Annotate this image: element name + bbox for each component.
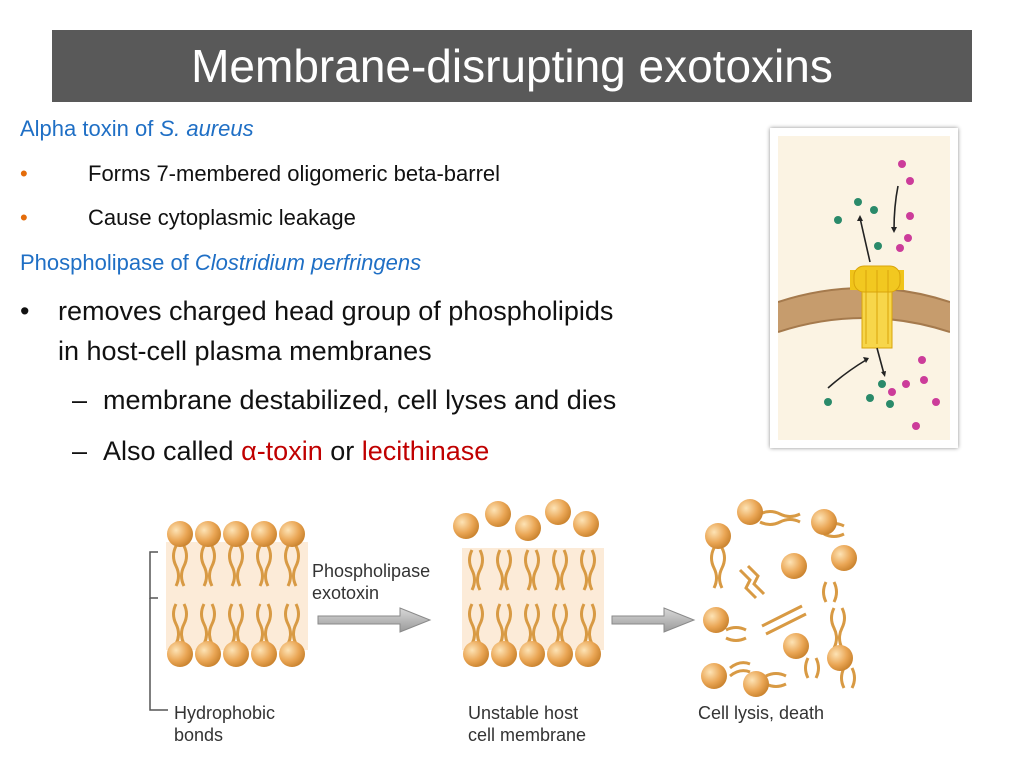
heading-text: Alpha toxin of	[20, 116, 160, 141]
hydrophobic-label-line2: bonds	[174, 725, 224, 745]
pore-icon	[850, 265, 904, 349]
bullet-glyph: •	[20, 296, 30, 326]
membrane-diagram-svg	[149, 499, 857, 711]
slide-title: Membrane-disrupting exotoxins	[52, 30, 972, 102]
lysed-fragments	[701, 499, 857, 697]
ion-dots	[824, 160, 940, 430]
bullet-item: •	[20, 205, 28, 231]
also-called-text: Also called	[103, 436, 242, 466]
hydrophobic-label: Hydrophobic bonds	[174, 702, 275, 746]
bullet-glyph: •	[20, 205, 28, 230]
bullet-text: Forms 7-membered oligomeric beta-barrel	[88, 161, 501, 186]
bullet-text-line2: in host-cell plasma membranes	[58, 336, 432, 366]
sub-bullet-text: Also called α-toxin or lecithinase	[103, 436, 489, 467]
bullet-text-line1: removes charged head group of phospholip…	[58, 296, 614, 326]
bullet-item: •	[20, 161, 28, 187]
phospholipase-label-line2: exotoxin	[312, 583, 380, 603]
phospholipase-label-line1: Phospholipase	[312, 561, 431, 581]
pore-illustration	[778, 136, 950, 440]
membrane-diagram: Phospholipase exotoxin Hydrophobic bonds…	[140, 490, 880, 750]
phospholipase-label: Phospholipase exotoxin	[312, 560, 430, 604]
heading-organism: Clostridium perfringens	[194, 250, 422, 275]
alpha-toxin-heading: Alpha toxin of S. aureus	[20, 116, 254, 142]
lecithinase-term: lecithinase	[361, 436, 490, 466]
pore-figure	[770, 128, 958, 448]
unstable-membrane-label: Unstable host cell membrane	[468, 702, 586, 746]
heading-organism: S. aureus	[159, 116, 254, 141]
bullet-text: Cause cytoplasmic leakage	[88, 205, 356, 230]
cell-lysis-label: Cell lysis, death	[698, 703, 825, 723]
bullet-glyph: •	[20, 161, 28, 186]
phospholipase-heading: Phospholipase of Clostridium perfringens	[20, 250, 421, 276]
sub-dash: –	[72, 385, 88, 415]
alpha-toxin-term: α-toxin	[241, 436, 323, 466]
unstable-membrane	[453, 499, 604, 667]
unstable-label-line2: cell membrane	[468, 725, 587, 745]
or-text: or	[322, 436, 362, 466]
arrow-right-icon	[317, 607, 432, 633]
sub-bullet-text: membrane destabilized, cell lyses and di…	[103, 385, 617, 415]
intact-membrane	[166, 521, 308, 667]
unstable-label-line1: Unstable host	[468, 703, 579, 723]
hydrophobic-bracket	[149, 551, 168, 711]
arrow-right-icon	[611, 607, 696, 633]
sub-dash: –	[72, 436, 88, 466]
hydrophobic-label-line1: Hydrophobic	[174, 703, 276, 723]
heading-text: Phospholipase of	[20, 250, 195, 275]
